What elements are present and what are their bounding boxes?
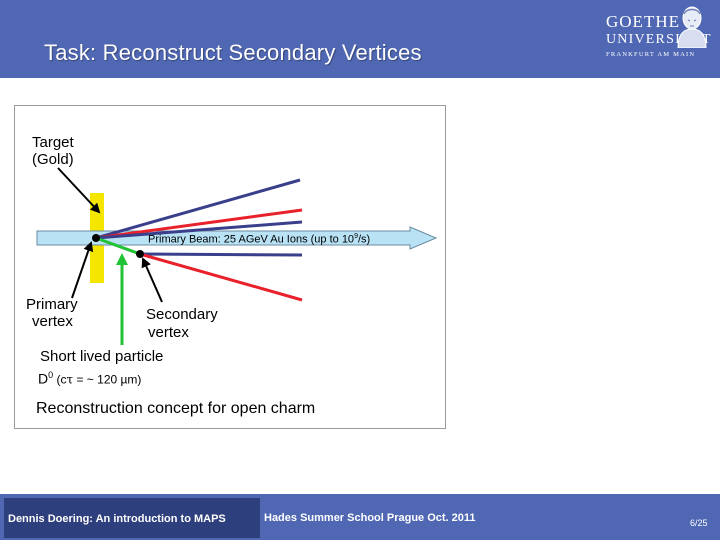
diagram-panel [14, 105, 446, 429]
primary-vertex-pointer-arrow [71, 241, 94, 299]
goethe-portrait-icon [677, 6, 707, 48]
beam-label-suffix: /s) [357, 233, 371, 246]
primary-track-1 [95, 178, 301, 240]
logo-line-3: FRANKFURT AM MAIN [606, 51, 696, 58]
footer-author: Dennis Doering: An introduction to MAPS [4, 498, 260, 538]
ctau-tau: τ [66, 372, 74, 387]
footer-event: Hades Summer School Prague Oct. 2011 [264, 512, 476, 524]
d0-superscript: 0 [48, 370, 54, 380]
secondary-track-2 [139, 252, 303, 302]
beam-label-text: Primary Beam: 25 AGeV Au Ions (up to 10 [148, 233, 355, 246]
beam-label: Primary Beam: 25 AGeV Au Ions (up to 109… [148, 233, 370, 246]
secondary-vertex-pointer-arrow [141, 257, 163, 303]
concept-caption: Reconstruction concept for open charm [36, 400, 316, 417]
secondary-track-1 [139, 252, 303, 257]
slide-header [0, 0, 720, 78]
slide-title: Task: Reconstruct Secondary Vertices [44, 40, 422, 65]
secondary-vertex-label: Secondary [146, 306, 218, 323]
primary-vertex-label-sub: vertex [32, 313, 73, 330]
logo-line-1: GOETHE [606, 12, 680, 31]
d0-flight-path [95, 236, 141, 256]
target-pointer-arrow [57, 167, 101, 214]
target-label: Target [32, 134, 74, 151]
secondary-vertex-dot [136, 250, 144, 258]
beam-label-exponent: 9 [354, 233, 358, 240]
primary-track-2 [95, 208, 303, 240]
ctau-prefix: (c [53, 372, 67, 387]
primary-track-3 [95, 220, 303, 240]
primary-vertex-label: Primary [26, 296, 78, 313]
page-number: 6/25 [690, 518, 708, 528]
d0-symbol: D [38, 370, 49, 387]
ctau-value: = ~ 120 µm) [73, 372, 142, 387]
target-label-sub: (Gold) [32, 151, 74, 168]
d0-label: D0 (cτ = ~ 120 µm) [38, 370, 141, 387]
short-lived-label: Short lived particle [40, 348, 164, 365]
university-logo: GOETHE UNIVERSITÄT FRANKFURT AM MAIN [600, 4, 716, 64]
secondary-vertex-label-sub: vertex [148, 324, 189, 341]
primary-vertex-dot [92, 234, 100, 242]
